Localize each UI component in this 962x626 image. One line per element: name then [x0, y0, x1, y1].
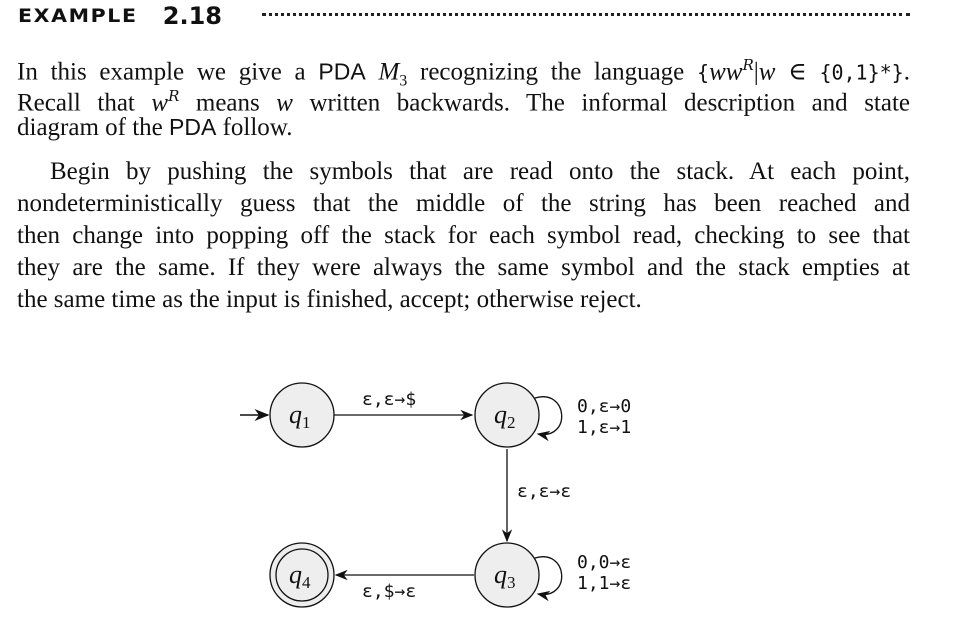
example-number: 2.18: [162, 2, 222, 30]
loop-label-q2-1: 1,ε→1: [577, 417, 631, 438]
text-segment: Recall that: [17, 89, 152, 117]
paragraph-intro-line: diagram of the PDA follow.: [17, 112, 910, 143]
state-q1: q1: [269, 382, 335, 448]
header-dotted-rule: [262, 13, 910, 16]
state-q4-accept: q4: [269, 542, 335, 608]
text-segment: written backwards. The informal descript…: [292, 89, 911, 117]
text-segment: ww: [709, 58, 743, 86]
loop-label-q3-0: 0,0→ε: [577, 552, 631, 573]
paragraph-description-line: the same time as the input is finished, …: [17, 286, 642, 313]
paragraph-intro-line: Recall that wR means w written backwards…: [17, 81, 910, 118]
example-label: EXAMPLE: [18, 5, 138, 27]
text-segment: PDA: [318, 58, 366, 85]
svg-text:q3: q3: [494, 560, 516, 592]
text-segment: R: [742, 56, 754, 74]
paragraph-description-line: then change into popping off the stack f…: [17, 222, 910, 249]
text-segment: R: [168, 87, 180, 105]
text-segment: M: [378, 58, 400, 86]
svg-text:q4: q4: [289, 560, 311, 592]
loop-label-q2-0: 0,ε→0: [577, 396, 631, 417]
paragraph-intro-line: In this example we give a PDA M3 recogni…: [17, 50, 910, 96]
example-header: EXAMPLE 2.18: [18, 0, 222, 32]
paragraph-description-line: nondeterministically guess that the midd…: [17, 190, 910, 217]
edge-label-q2-q3: ε,ε→ε: [517, 481, 571, 502]
svg-text:q1: q1: [289, 400, 311, 432]
text-segment: PDA: [169, 114, 217, 140]
loop-label-q3-1: 1,1→ε: [577, 573, 631, 594]
text-segment: In this example we give a: [17, 58, 319, 86]
paragraph-description-line: Begin by pushing the symbols that are re…: [50, 158, 910, 185]
state-q3: q3: [474, 542, 540, 608]
text-segment: {0,1}*}: [819, 60, 904, 85]
loop-q2: [534, 396, 563, 442]
text-segment: follow.: [216, 114, 293, 141]
loop-q3: [534, 556, 563, 602]
text-segment: 3: [399, 72, 408, 90]
text-segment: w: [276, 89, 293, 117]
paragraph-description-line: they are the same. If they were always t…: [17, 254, 910, 281]
text-segment: means: [179, 89, 277, 117]
text-segment: |: [753, 58, 759, 86]
svg-text:q2: q2: [494, 400, 516, 432]
text-segment: w: [758, 58, 776, 86]
edge-label-q1-q2: ε,ε→$: [362, 389, 416, 410]
text-segment: {: [697, 60, 710, 85]
edge-label-q3-q4: ε,$→ε: [362, 581, 416, 602]
state-q2: q2: [474, 382, 540, 448]
text-segment: .: [903, 58, 910, 86]
text-segment: diagram of the: [17, 114, 170, 141]
text-segment: ∈: [775, 58, 820, 86]
text-segment: w: [151, 89, 169, 117]
text-segment: recognizing the language: [407, 58, 698, 86]
